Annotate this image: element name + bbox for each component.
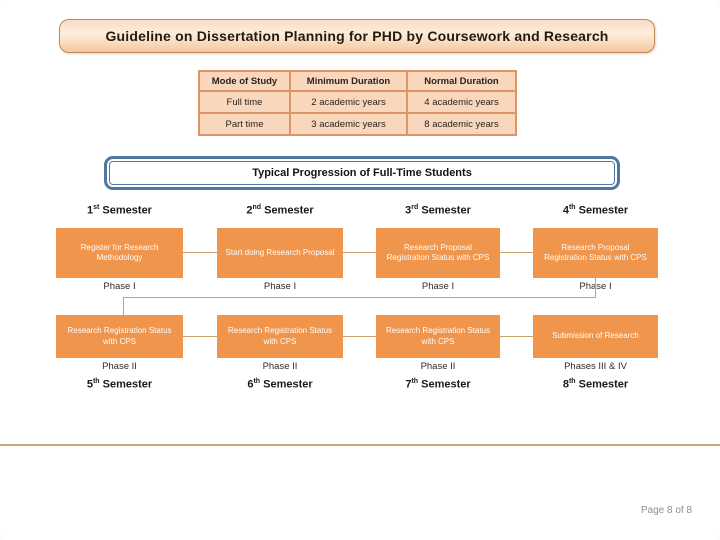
flow-box-proposal-registration-1: Research Proposal Registration Status wi… [376, 228, 500, 278]
connector-line [183, 336, 217, 337]
flow-box-research-registration-3: Research Registration Status with CPS [376, 315, 500, 358]
semester-word: Semester [418, 204, 471, 217]
flow-box-proposal-registration-2: Research Proposal Registration Status wi… [533, 228, 658, 278]
phase-label: Phase II [420, 361, 456, 372]
semester-word: Semester [261, 204, 314, 217]
semester-word: Semester [575, 378, 629, 391]
semester-header-1: 1st Semester [56, 204, 183, 217]
ordinal-suffix: th [568, 204, 576, 211]
semester-header-4: 4th Semester [533, 204, 658, 217]
duration-table: Mode of Study Minimum Duration Normal Du… [198, 70, 517, 136]
table-row: Part time 3 academic years 8 academic ye… [198, 112, 517, 136]
connector-line [500, 336, 533, 337]
semester-header-3: 3rd Semester [376, 204, 500, 217]
slide-title-box: Guideline on Dissertation Planning for P… [59, 19, 655, 53]
progression-banner: Typical Progression of Full-Time Student… [104, 156, 620, 190]
semester-number: 2 [246, 204, 253, 217]
table-cell: 4 academic years [406, 90, 517, 114]
ordinal-suffix: nd [252, 204, 262, 211]
table-header-cell: Minimum Duration [289, 70, 408, 92]
flow-box-start-proposal: Start doing Research Proposal [217, 228, 343, 278]
phase-label: Phases III & IV [564, 361, 627, 372]
phase-label: Phase I [263, 281, 297, 292]
ordinal-suffix: th [411, 378, 419, 385]
phase-label: Phase II [262, 361, 298, 372]
semester-footer-5: 5th Semester [56, 378, 183, 391]
semester-header-2: 2nd Semester [217, 204, 343, 217]
semester-number: 1 [87, 204, 94, 217]
table-cell: 3 academic years [289, 112, 408, 136]
semester-word: Semester [260, 378, 313, 391]
connector-line [500, 252, 533, 253]
table-header-cell: Normal Duration [406, 70, 517, 92]
semester-number: 7 [405, 378, 412, 391]
flow-box-submission: Submission of Research [533, 315, 658, 358]
flow-box-research-registration-1: Research Registration Status with CPS [56, 315, 183, 358]
phase-label: Phase I [421, 281, 455, 292]
phase-label: Phase II [102, 361, 137, 372]
ordinal-suffix: rd [411, 204, 419, 211]
phase-label: Phase I [103, 281, 136, 292]
table-cell: Full time [198, 90, 291, 114]
ordinal-suffix: th [568, 378, 576, 385]
slide-title: Guideline on Dissertation Planning for P… [105, 28, 609, 44]
feedback-connector [123, 297, 124, 315]
table-header-row: Mode of Study Minimum Duration Normal Du… [198, 70, 517, 92]
footer-divider-line [0, 444, 720, 446]
feedback-connector [123, 297, 596, 298]
connector-line [343, 252, 376, 253]
semester-footer-6: 6th Semester [217, 378, 343, 391]
table-header-cell: Mode of Study [198, 70, 291, 92]
table-cell: Part time [198, 112, 291, 136]
semester-number: 4 [562, 204, 569, 217]
table-cell: 2 academic years [289, 90, 408, 114]
semester-footer-7: 7th Semester [376, 378, 500, 391]
flow-box-research-registration-2: Research Registration Status with CPS [217, 315, 343, 358]
semester-word: Semester [99, 378, 153, 391]
semester-footer-8: 8th Semester [533, 378, 658, 391]
semester-word: Semester [418, 378, 471, 391]
semester-number: 5 [86, 378, 93, 391]
semester-word: Semester [99, 204, 152, 217]
table-cell: 8 academic years [406, 112, 517, 136]
ordinal-suffix: th [253, 378, 261, 385]
flow-box-register-methodology: Register for Research Methodology [56, 228, 183, 278]
page-number: Page 8 of 8 [640, 505, 692, 516]
connector-line [183, 252, 217, 253]
ordinal-suffix: th [92, 378, 100, 385]
connector-line [343, 336, 376, 337]
semester-word: Semester [575, 204, 629, 217]
ordinal-suffix: st [93, 204, 100, 211]
progression-banner-label: Typical Progression of Full-Time Student… [252, 167, 472, 179]
semester-number: 8 [562, 378, 569, 391]
feedback-connector [595, 278, 596, 297]
semester-number: 3 [405, 204, 412, 217]
table-row: Full time 2 academic years 4 academic ye… [198, 90, 517, 114]
semester-number: 6 [247, 378, 254, 391]
